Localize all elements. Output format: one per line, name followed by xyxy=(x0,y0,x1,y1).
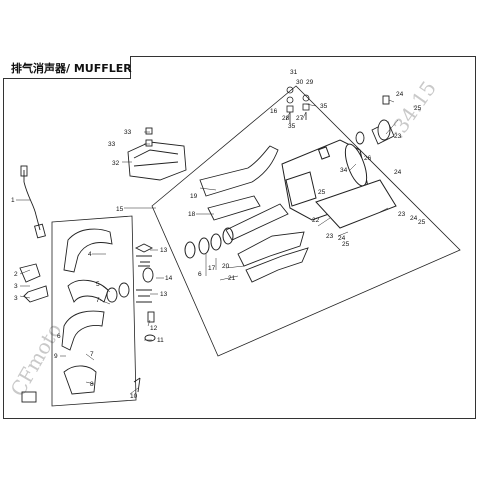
callout-labels: 1 2 3 3 4 5 7 7 8 9 6 10 11 12 13 13 14 … xyxy=(11,69,426,400)
callout-24d: 24 xyxy=(410,215,418,222)
callout-24c: 24 xyxy=(394,169,402,176)
callout-28: 28 xyxy=(282,115,290,122)
callout-18: 18 xyxy=(188,211,196,218)
diagram-frame xyxy=(3,56,476,419)
part-oxygen-sensor xyxy=(20,165,46,239)
mid-pipe-upper xyxy=(199,145,279,197)
callout-35a: 35 xyxy=(288,123,296,130)
callout-7b: 7 xyxy=(90,351,94,358)
part-end-cap xyxy=(355,95,395,145)
part-rings xyxy=(184,227,234,259)
callout-24b: 24 xyxy=(396,91,404,98)
muffler-shield xyxy=(315,179,397,229)
part-bracket xyxy=(127,127,187,181)
callout-16: 16 xyxy=(270,108,278,115)
part-heat-shields xyxy=(237,231,309,283)
callout-2: 2 xyxy=(14,271,18,278)
callout-3a: 3 xyxy=(14,283,18,290)
callout-13a: 13 xyxy=(160,247,168,254)
callout-11: 11 xyxy=(157,337,164,344)
callout-5: 5 xyxy=(96,281,100,288)
callout-17: 17 xyxy=(208,265,216,272)
callout-24a: 24 xyxy=(338,235,346,242)
callout-23a: 23 xyxy=(326,233,334,240)
callout-25a: 25 xyxy=(342,241,350,248)
callout-33a: 33 xyxy=(124,129,132,136)
header-pipe-middle xyxy=(67,279,109,303)
callout-26: 26 xyxy=(364,155,372,162)
callout-35b: 35 xyxy=(320,103,328,110)
bracket-body xyxy=(127,141,187,181)
callout-12: 12 xyxy=(150,325,158,332)
callout-23c: 23 xyxy=(394,133,402,140)
callout-25d: 25 xyxy=(318,189,326,196)
callout-23b: 23 xyxy=(398,211,406,218)
header-pipe-group-box xyxy=(51,215,137,407)
callout-4: 4 xyxy=(88,251,92,258)
title-box: 排气消声器/ MUFFLER xyxy=(3,56,132,79)
callout-20: 20 xyxy=(222,263,230,270)
callout-3b: 3 xyxy=(14,295,18,302)
group-borders xyxy=(51,85,461,407)
heat-shield-lower xyxy=(245,247,309,283)
header-pipe-upper xyxy=(63,228,113,273)
header-pipe-end xyxy=(63,365,97,395)
callout-31: 31 xyxy=(290,69,298,76)
callout-6-left: 6 xyxy=(57,333,61,340)
callout-1: 1 xyxy=(11,197,15,204)
callout-8: 8 xyxy=(90,381,94,388)
callout-15: 15 xyxy=(116,206,124,213)
callout-25c: 25 xyxy=(418,219,426,226)
header-pipe-lower xyxy=(61,310,105,351)
callout-13b: 13 xyxy=(160,291,168,298)
callout-9: 9 xyxy=(54,353,58,360)
diagram-title: 排气消声器/ MUFFLER xyxy=(11,62,132,75)
callout-14: 14 xyxy=(165,275,173,282)
leader-lines xyxy=(16,99,399,395)
callout-30: 30 xyxy=(296,79,304,86)
callout-29: 29 xyxy=(306,79,314,86)
part-muffler-body xyxy=(281,139,397,229)
part-springs-gaskets xyxy=(19,243,156,403)
callout-34: 34 xyxy=(340,167,348,174)
muffler-group-box xyxy=(151,85,461,357)
mid-pipe-lower xyxy=(207,195,261,221)
part-header-pipes xyxy=(61,228,113,395)
callout-25b: 25 xyxy=(414,105,422,112)
callout-22: 22 xyxy=(312,217,320,224)
callout-6-mid: 6 xyxy=(198,271,202,278)
callout-10: 10 xyxy=(130,393,138,400)
callout-21: 21 xyxy=(228,275,236,282)
callout-32: 32 xyxy=(112,160,120,167)
callout-27: 27 xyxy=(296,115,304,122)
callout-33b: 33 xyxy=(108,141,116,148)
callout-7a: 7 xyxy=(96,297,100,304)
callout-19: 19 xyxy=(190,193,198,200)
part-mid-pipes xyxy=(199,145,289,241)
